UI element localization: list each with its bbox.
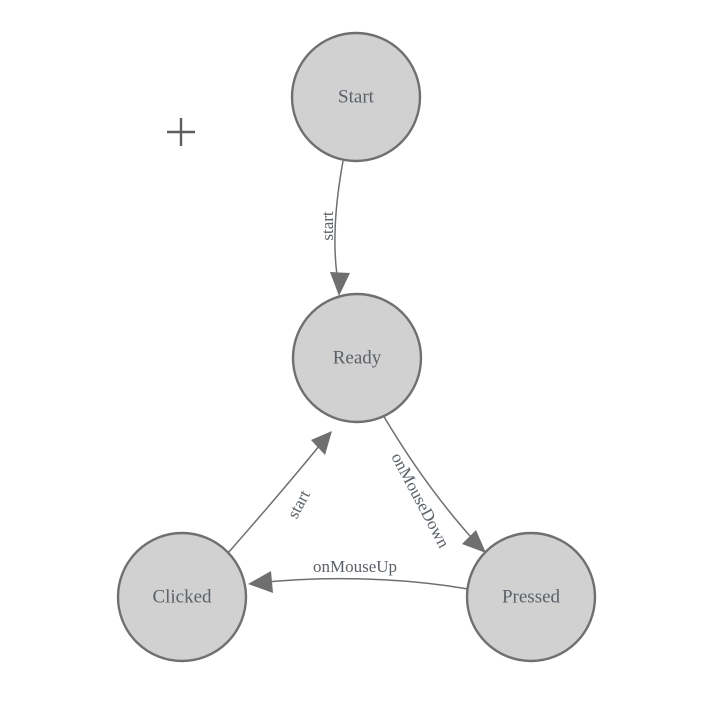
node-ready[interactable]: Ready (291, 292, 423, 424)
node-shape[interactable] (465, 531, 597, 663)
edge-label: onMouseUp (313, 557, 397, 576)
node-pressed[interactable]: Pressed (465, 531, 597, 663)
node-shape[interactable] (116, 531, 248, 663)
edge-line[interactable] (257, 577, 469, 590)
edge-label-group: onMouseDown (387, 450, 453, 552)
node-clicked[interactable]: Clicked (116, 531, 248, 663)
edge-label: start (283, 487, 314, 522)
edge-label-group: onMouseUp (313, 557, 397, 576)
edge-label: start (318, 211, 337, 241)
node-start[interactable]: Start (290, 31, 422, 163)
edge-line[interactable] (382, 414, 480, 547)
edge-label-group: start (318, 211, 337, 241)
edge-start-to-ready[interactable]: start (318, 160, 350, 296)
arrowhead-icon (462, 530, 486, 553)
edge-clicked-to-ready[interactable]: start (227, 431, 332, 554)
crosshair-icon (167, 118, 195, 146)
arrowhead-icon (330, 272, 350, 296)
edge-pressed-to-clicked[interactable]: onMouseUp (248, 557, 469, 593)
node-shape[interactable] (290, 31, 422, 163)
edge-line[interactable] (227, 439, 325, 554)
edge-ready-to-pressed[interactable]: onMouseDown (382, 414, 486, 553)
arrowhead-icon (311, 431, 332, 455)
nodes-layer: Start Ready Clicked Pressed (116, 31, 597, 663)
arrowhead-icon (248, 571, 273, 593)
edge-label: onMouseDown (387, 450, 453, 552)
node-shape[interactable] (291, 292, 423, 424)
edge-label-group: start (283, 487, 314, 522)
